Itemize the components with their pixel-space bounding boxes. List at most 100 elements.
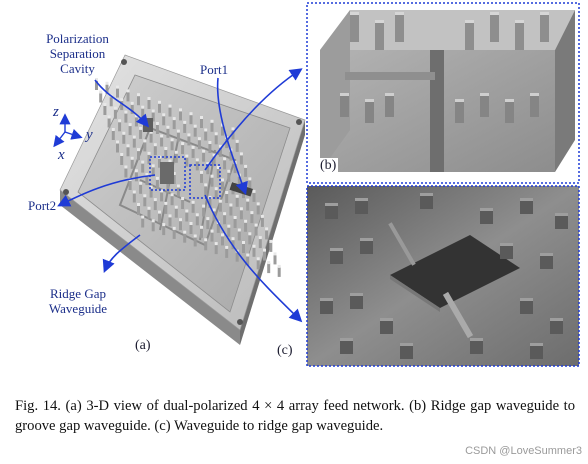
pin-top [395,12,404,15]
pin [555,215,568,229]
pin-top [183,230,187,234]
pin [149,132,153,143]
pin-top [128,123,132,127]
pin-top [206,162,210,166]
pin [155,124,159,134]
pin-top [455,99,464,102]
pin [420,195,433,209]
pin-top [202,149,206,153]
pin [221,235,224,246]
pin [214,244,218,255]
pin [520,200,533,214]
pin-top [400,343,413,346]
panel-b-label: (b) [318,158,339,173]
pin-top [520,298,533,301]
pin [116,142,119,153]
pin [143,141,147,152]
zoom-box-b-marker [149,156,186,191]
pin-top [218,144,222,148]
annotation-arrows [57,68,303,323]
pin-top [111,128,115,131]
pin [158,212,161,223]
pin-top [550,318,563,321]
pin-top [221,178,224,182]
pin-top [330,248,343,251]
label-port1: Port1 [200,62,229,77]
pin-top [147,151,151,155]
axes-icon [53,113,83,148]
pin [248,234,252,245]
pin [179,110,182,121]
pin-top [480,93,489,96]
pin [227,171,231,182]
pin-top [174,150,178,154]
pin [141,217,145,228]
pin-top [208,141,212,144]
pin-top [265,227,269,231]
pin-top [166,125,170,129]
pin-array-b [340,12,549,123]
pin [239,209,243,220]
pin [166,182,170,193]
pin [151,111,155,122]
pin [179,220,182,231]
pin-top [195,158,199,162]
pin-top [340,338,353,341]
pin-top [143,139,147,143]
pin-top [227,169,231,173]
pin [320,300,333,314]
pin-top [200,116,203,119]
pin-top [149,130,153,134]
pin [141,162,145,173]
pin [116,87,119,98]
pin-top [153,198,157,202]
pin-top [197,137,201,141]
pin [153,145,157,156]
pin-top [120,98,124,102]
pin [360,240,373,254]
axis-z-label: z [53,104,59,120]
pin [103,105,107,115]
pin-top [145,173,149,177]
pin-top [250,211,254,215]
pin [330,250,343,264]
pin-top [235,139,239,143]
pin [470,340,483,354]
pin [183,122,187,133]
pin [231,129,235,140]
pin [195,160,199,171]
pin [465,22,474,50]
pin-top [210,119,214,123]
pin-top [244,164,248,168]
pin [400,345,413,359]
pin-top [350,12,359,15]
pin [258,238,262,249]
pin-top [168,214,172,218]
pin-top [520,198,533,201]
pin [210,231,214,242]
pin-top [239,152,243,156]
pin-top [248,232,252,236]
pin-top [130,101,134,105]
pin-top [122,131,126,135]
pin [242,243,245,253]
pin-top [141,215,145,219]
pin-top [176,129,180,133]
pin-top [118,119,122,123]
pin-top [158,100,161,104]
pin-top [116,85,119,89]
cavity-line-3: Cavity [60,61,95,76]
pin-top [95,78,98,81]
pin-top [214,187,218,191]
pin-top [162,113,166,117]
pin [244,221,248,232]
pin [174,207,178,218]
pin [244,166,248,177]
pin [172,228,176,239]
pin-top [540,12,549,15]
pin-top [193,124,197,128]
pin [256,204,260,215]
pin [277,266,281,277]
pin [124,167,128,178]
pin-array [95,78,281,277]
